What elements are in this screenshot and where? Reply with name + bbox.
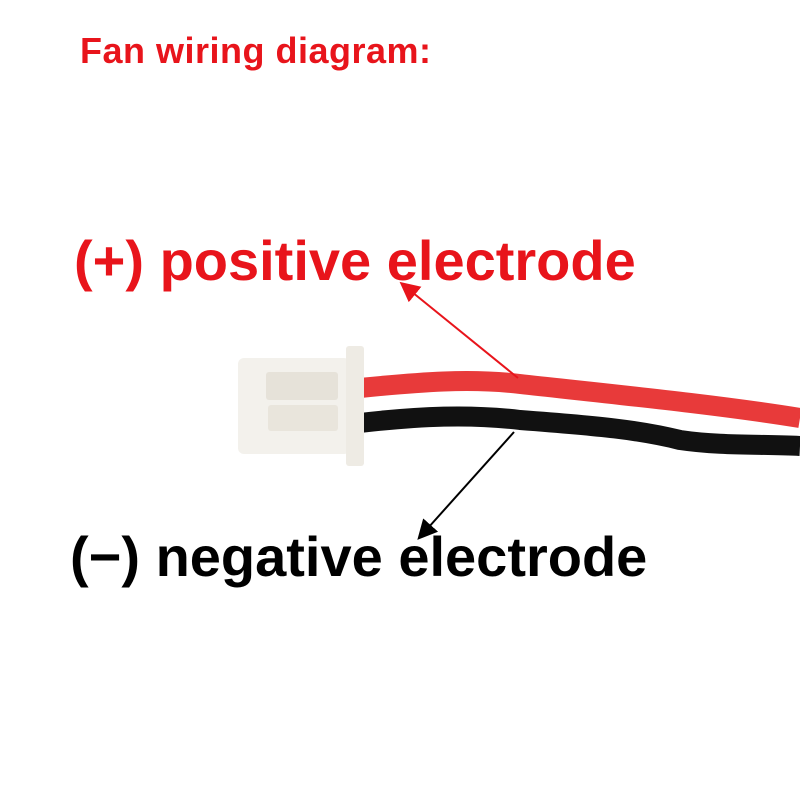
connector-plug [238,346,364,466]
negative-symbol: (−) [70,525,140,588]
black-wire [358,406,800,456]
negative-text: negative electrode [155,525,648,588]
negative-arrow [417,431,515,540]
positive-symbol: (+) [74,229,144,292]
negative-label: (−) negative electrode [70,524,647,589]
positive-text: positive electrode [159,229,636,292]
red-wire [359,371,800,428]
positive-arrow [399,281,519,379]
diagram-title: Fan wiring diagram: [80,30,432,71]
positive-label: (+) positive electrode [74,228,636,293]
